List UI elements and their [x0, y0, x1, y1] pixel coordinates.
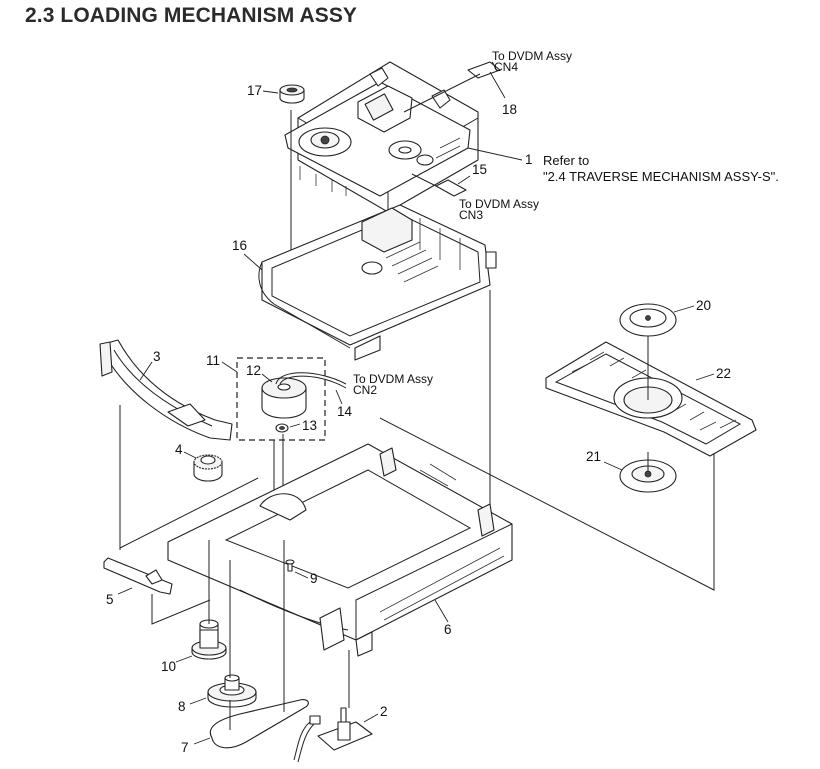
- assembly-line: [229, 540, 285, 730]
- part-1-traverse-mechanism: [284, 61, 479, 213]
- part-6-chassis: [167, 443, 513, 657]
- leader-15: [457, 175, 471, 185]
- callout-16: 16: [232, 238, 247, 253]
- note-refer-line2: "2.4 TRAVERSE MECHANISM ASSY-S".: [543, 169, 779, 184]
- callout-18: 18: [502, 102, 517, 117]
- leader-14: [335, 389, 343, 405]
- leader-18: [489, 71, 506, 99]
- leader-12: [261, 373, 273, 383]
- callout-1: 1: [525, 152, 533, 167]
- part-21-holder: [619, 459, 677, 493]
- callout-11: 11: [206, 353, 220, 368]
- leader-16: [243, 253, 263, 271]
- leader-22: [695, 373, 715, 381]
- part-9-screw: [285, 559, 295, 572]
- callout-15: 15: [472, 162, 487, 177]
- leader-1: [467, 147, 523, 161]
- leader-11: [221, 361, 238, 373]
- callout-2: 2: [380, 704, 388, 719]
- part-20-clamper: [619, 303, 677, 337]
- part-16-holder: [258, 204, 497, 361]
- page-title: 2.3 LOADING MECHANISM ASSY: [25, 4, 358, 27]
- leader-20: [673, 305, 695, 313]
- callout-3: 3: [153, 349, 161, 364]
- callout-20: 20: [696, 298, 711, 313]
- callout-22: 22: [716, 366, 731, 381]
- callout-21: 21: [586, 449, 601, 464]
- leader-5: [117, 587, 133, 595]
- part-13-pulley: [275, 423, 289, 433]
- callout-17: 17: [247, 83, 262, 98]
- part-22-tray: [545, 341, 757, 457]
- part-10-gear: [191, 619, 227, 660]
- note-cn2-line1: To DVDM Assy: [353, 372, 433, 386]
- callout-4: 4: [175, 442, 183, 457]
- assembly-line: [119, 477, 259, 549]
- callout-9: 9: [310, 571, 318, 586]
- part-17-damper: [279, 84, 305, 104]
- callout-7: 7: [181, 740, 189, 755]
- leader-10: [175, 655, 193, 663]
- leader-7: [193, 737, 211, 745]
- part-8-pulley: [207, 674, 257, 708]
- part-3-slider: [99, 339, 233, 441]
- assembly-line: [151, 594, 211, 625]
- note-cn3-line2: CN3: [459, 208, 483, 222]
- part-15-flat-cable: [411, 173, 467, 197]
- part-18-flat-cable: [403, 61, 501, 113]
- leader-4: [183, 451, 197, 459]
- assembly-line: [379, 417, 715, 591]
- callout-5: 5: [106, 592, 114, 607]
- leader-3: [139, 361, 153, 381]
- callout-13: 13: [302, 418, 317, 433]
- callout-6: 6: [444, 622, 452, 637]
- leader-21: [603, 461, 623, 471]
- callout-8: 8: [178, 699, 186, 714]
- callout-14: 14: [337, 404, 353, 419]
- leader-6: [434, 599, 449, 623]
- note-cn4-line2: CN4: [494, 60, 518, 74]
- part-12-motor: [261, 372, 347, 419]
- part-2-switch-board: [293, 707, 373, 763]
- part-5-lever: [103, 557, 173, 595]
- leader-9: [294, 571, 309, 579]
- note-cn3-line1: To DVDM Assy: [459, 197, 539, 211]
- note-refer-line1: Refer to: [543, 153, 589, 168]
- callout-10: 10: [161, 659, 176, 674]
- leader-8: [189, 697, 207, 705]
- leader-2: [363, 713, 379, 723]
- note-cn2-line2: CN2: [353, 383, 377, 397]
- part-4-gear: [193, 454, 223, 482]
- leader-13: [289, 423, 301, 428]
- part-11-motor-assy-box: [236, 357, 326, 441]
- leader-17: [262, 90, 279, 94]
- callout-12: 12: [246, 363, 261, 378]
- note-cn4-line1: To DVDM Assy: [492, 49, 572, 63]
